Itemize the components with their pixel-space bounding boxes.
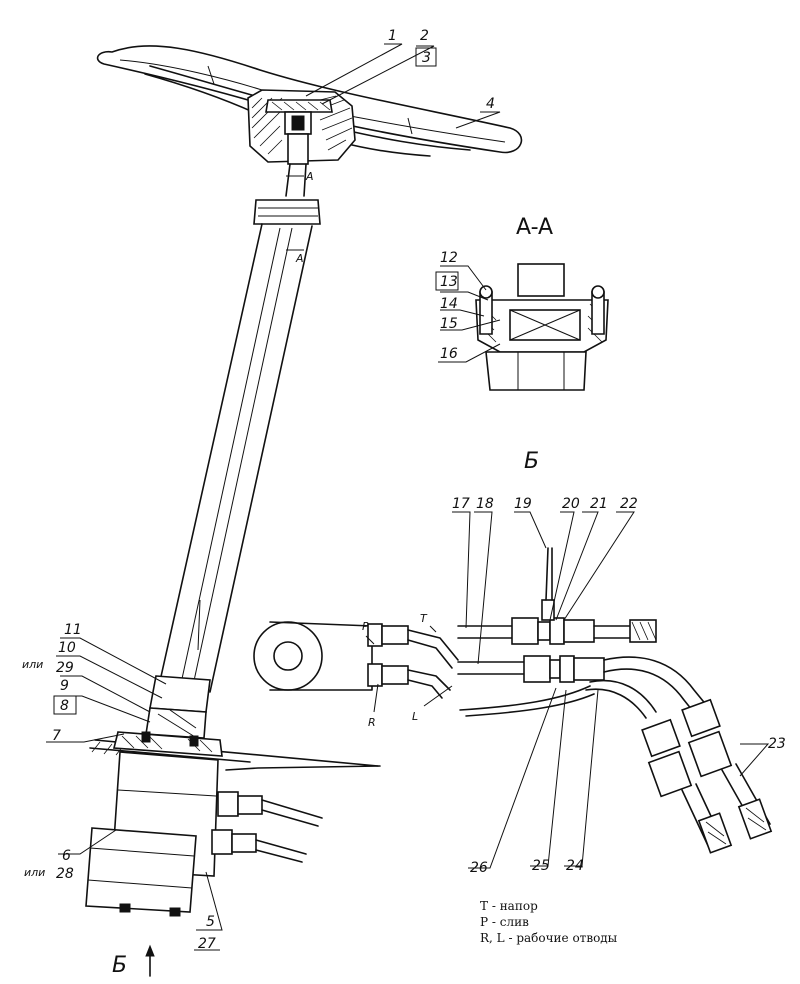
- legend-line-3: R, L - рабочие отводы: [480, 931, 618, 945]
- callout-28: 28: [56, 866, 74, 882]
- section-a-a-title: A-A: [516, 215, 553, 240]
- callout-3-box: [415, 47, 437, 67]
- callout-3: 3: [422, 50, 431, 66]
- callout-4: 4: [486, 96, 495, 112]
- callout-22: 22: [620, 496, 638, 512]
- or-label-28: или: [24, 866, 45, 879]
- callout-8-box: [53, 695, 77, 715]
- port-label-t: T: [420, 612, 428, 625]
- cut-mark-top: A: [305, 170, 314, 183]
- callout-5: 5: [206, 914, 215, 930]
- callout-18: 18: [476, 496, 494, 512]
- section-a-a: [475, 263, 609, 391]
- view-b: [253, 547, 773, 854]
- callout-27: 27: [198, 936, 216, 952]
- callout-13: 13: [440, 274, 458, 290]
- callout-19: 19: [514, 496, 532, 512]
- legend-line-1: T - напор: [480, 899, 538, 913]
- or-label-29: или: [22, 658, 43, 671]
- callout-17: 17: [452, 496, 470, 512]
- callout-7: 7: [52, 728, 61, 744]
- callout-11: 11: [64, 622, 82, 638]
- port-label-r: R: [368, 716, 376, 729]
- callout-23: 23: [768, 736, 786, 752]
- callout-16: 16: [440, 346, 458, 362]
- callout-6: 6: [62, 848, 71, 864]
- callout-12: 12: [440, 250, 458, 266]
- legend: T - напор P - слив R, L - рабочие отводы: [480, 899, 618, 945]
- callout-26: 26: [470, 860, 488, 876]
- steering-wheel: [96, 45, 523, 165]
- steering-column: [145, 163, 321, 741]
- callout-1: 1: [388, 28, 397, 44]
- callout-9: 9: [60, 678, 69, 694]
- callout-29: 29: [56, 660, 74, 676]
- callout-labels: 1 2 3 4 A A A-A 12 13 14 15 16 Б 17 18 1…: [22, 28, 786, 978]
- hydraulic-steering-unit: [85, 731, 381, 917]
- callout-14: 14: [440, 296, 458, 312]
- legend-line-2: P - слив: [480, 915, 529, 929]
- callout-21: 21: [590, 496, 608, 512]
- cut-mark-bottom: A: [295, 252, 304, 265]
- callout-24: 24: [566, 858, 584, 874]
- callout-15: 15: [440, 316, 458, 332]
- callout-2: 2: [420, 28, 429, 44]
- view-b-title: Б: [524, 449, 539, 474]
- callout-13-box: [435, 271, 459, 291]
- view-b-arrow-label: Б: [112, 953, 127, 978]
- port-label-l: L: [412, 710, 418, 723]
- callout-25: 25: [532, 858, 550, 874]
- leader-lines: [46, 43, 770, 951]
- port-label-p: P: [362, 620, 369, 633]
- callout-8: 8: [60, 698, 69, 714]
- callout-10: 10: [58, 640, 76, 656]
- view-b-arrowhead: [145, 944, 155, 957]
- callout-20: 20: [562, 496, 580, 512]
